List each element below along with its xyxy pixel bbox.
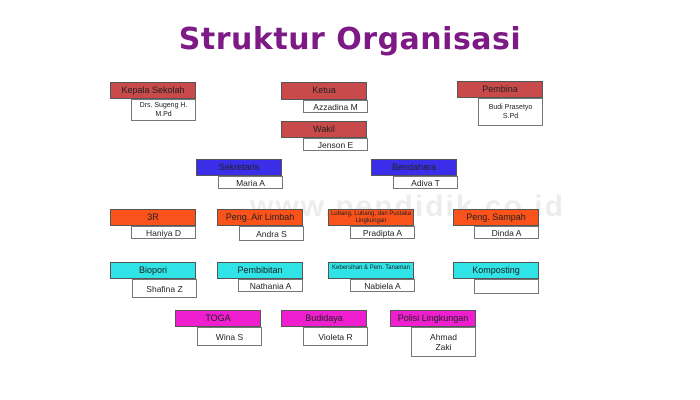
role-label: Polisi Lingkungan: [390, 310, 476, 327]
member-name: Maria A: [218, 176, 283, 189]
member-name: Pradipta A: [350, 226, 415, 239]
role-label: 3R: [110, 209, 196, 226]
role-label: Biopori: [110, 262, 196, 279]
role-label: Komposting: [453, 262, 539, 279]
role-label: Kepala Sekolah: [110, 82, 196, 99]
role-label: Pembina: [457, 81, 543, 98]
member-name: Adiva T: [393, 176, 458, 189]
member-name: Shafina Z: [132, 279, 197, 298]
member-name: Drs. Sugeng H. M.Pd: [131, 99, 196, 121]
member-name: Haniya D: [131, 226, 196, 239]
member-name: Ahmad Zaki: [411, 327, 476, 357]
role-label: Peng. Sampah: [453, 209, 539, 226]
role-label: Kebersihan & Pem. Tanaman: [328, 262, 414, 279]
member-name: Jenson E: [303, 138, 368, 151]
role-label: Lubang, Lubang, dan Pustaka Lingkungan: [328, 209, 414, 226]
member-name: Violeta R: [303, 327, 368, 346]
role-label: Pembibitan: [217, 262, 303, 279]
role-label: Peng. Air Limbah: [217, 209, 303, 226]
page-title: Struktur Organisasi: [178, 22, 522, 57]
member-name: Wina S: [197, 327, 262, 346]
role-label: Ketua: [281, 82, 367, 100]
member-name: Dinda A: [474, 226, 539, 239]
role-label: Wakil: [281, 121, 367, 138]
member-name: Nabiela A: [350, 279, 415, 292]
member-name: Budi Prasetyo S.Pd: [478, 98, 543, 126]
role-label: TOGA: [175, 310, 261, 327]
member-name: [474, 279, 539, 294]
role-label: Sekretaris: [196, 159, 282, 176]
member-name: Nathania A: [238, 279, 303, 292]
role-label: Bendahara: [371, 159, 457, 176]
role-label: Budidaya: [281, 310, 367, 327]
member-name: Azzadina M: [303, 100, 368, 113]
member-name: Andra S: [239, 226, 304, 241]
